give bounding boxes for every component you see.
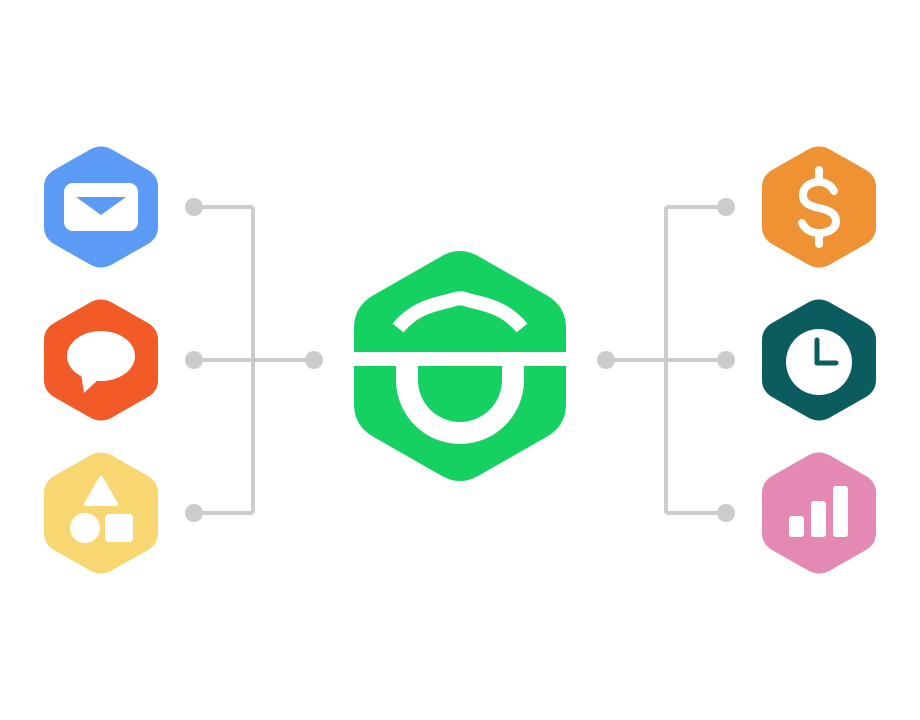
connector-dot-clock (717, 351, 735, 369)
node-dollar (762, 146, 876, 268)
connector-dot-shapes (185, 504, 203, 522)
right-connectors (597, 198, 735, 522)
hexagon-shapes (44, 452, 158, 574)
ranger-face-logo-icon (354, 291, 566, 444)
dollar-icon (798, 166, 841, 248)
clock-icon (786, 329, 852, 395)
connector-dot-chart (717, 504, 735, 522)
node-shapes (44, 452, 158, 574)
node-hub (354, 251, 566, 481)
chat-bubble-icon (67, 331, 135, 393)
connector-dot-chat (185, 351, 203, 369)
node-clock (762, 299, 876, 421)
left-connectors (185, 198, 323, 522)
shapes-icon (70, 476, 133, 543)
connector-dot-hub-left (305, 351, 323, 369)
connector-dot-hub-right (597, 351, 615, 369)
connector-dot-email (185, 198, 203, 216)
node-chart (762, 452, 876, 574)
connector-dot-dollar (717, 198, 735, 216)
bar-chart-icon (789, 486, 848, 537)
envelope-icon (64, 183, 138, 231)
node-chat (44, 299, 158, 421)
node-email (44, 146, 158, 268)
